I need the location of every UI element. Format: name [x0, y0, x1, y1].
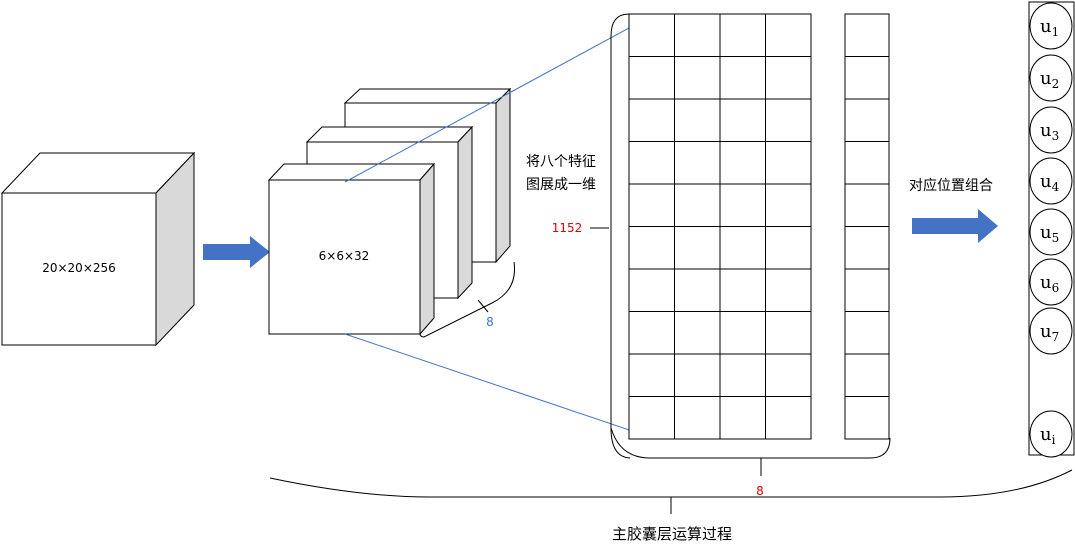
flatten-caption-line1: 将八个特征 [526, 154, 596, 170]
capsule-label: u6 [1040, 272, 1059, 295]
input-volume: 20×20×256 [0, 151, 196, 347]
capsule-1: u1 [1029, 2, 1073, 50]
capsule-2: u2 [1029, 54, 1073, 102]
capsule-circle [1029, 307, 1073, 355]
combine-arrow [912, 209, 998, 243]
grid-bottom-brace [610, 427, 891, 459]
capsule-8: ui [1029, 410, 1073, 458]
capsule-label: u3 [1040, 120, 1059, 143]
flattened-length: 1152 [552, 221, 583, 235]
capsule-label: ui [1040, 424, 1056, 447]
flattened-grid-last-column [844, 13, 890, 440]
capsule-6: u6 [1029, 258, 1073, 306]
input-volume-label: 20×20×256 [42, 261, 116, 275]
capsule-circle [1029, 157, 1073, 205]
feature-map-label: 6×6×32 [319, 249, 370, 263]
capsule-label: u2 [1040, 68, 1059, 91]
capsule-7: u7 [1029, 307, 1073, 355]
capsule-3: u3 [1029, 106, 1073, 154]
capsule-5: u5 [1029, 208, 1073, 256]
stack-count-bracket: 8 [419, 261, 516, 338]
flatten-caption-line2: 图展成一维 [526, 177, 596, 193]
feature-map-stack: 6×6×32 [267, 87, 512, 336]
capsule-circle [1029, 258, 1073, 306]
combine-caption: 对应位置组合 [909, 177, 993, 194]
capsule-circle [1029, 106, 1073, 154]
flattened-grid [628, 13, 812, 440]
process-brace [269, 469, 1073, 498]
capsule-circle [1029, 54, 1073, 102]
capsule-circle [1029, 410, 1073, 458]
capsule-label: u1 [1040, 16, 1059, 39]
capsule-label: u5 [1040, 222, 1059, 245]
capsule-label: u7 [1040, 321, 1059, 344]
feature-map-front: 6×6×32 [267, 162, 436, 336]
guide-arrow-top [344, 14, 654, 183]
grid-left-brace [610, 13, 631, 459]
column-count: 8 [756, 484, 764, 498]
guide-arrow-bottom [344, 333, 654, 439]
capsule-list: u1 u2 u3 u4 u5 u6 u7 ui [1029, 2, 1073, 458]
capsule-4: u4 [1029, 157, 1073, 205]
capsule-circle [1029, 208, 1073, 256]
process-title: 主胶囊层运算过程 [612, 525, 732, 543]
feature-map-count: 8 [486, 315, 494, 329]
conv-arrow [203, 236, 270, 268]
capsule-label: u4 [1040, 171, 1060, 194]
capsule-circle [1029, 2, 1073, 50]
